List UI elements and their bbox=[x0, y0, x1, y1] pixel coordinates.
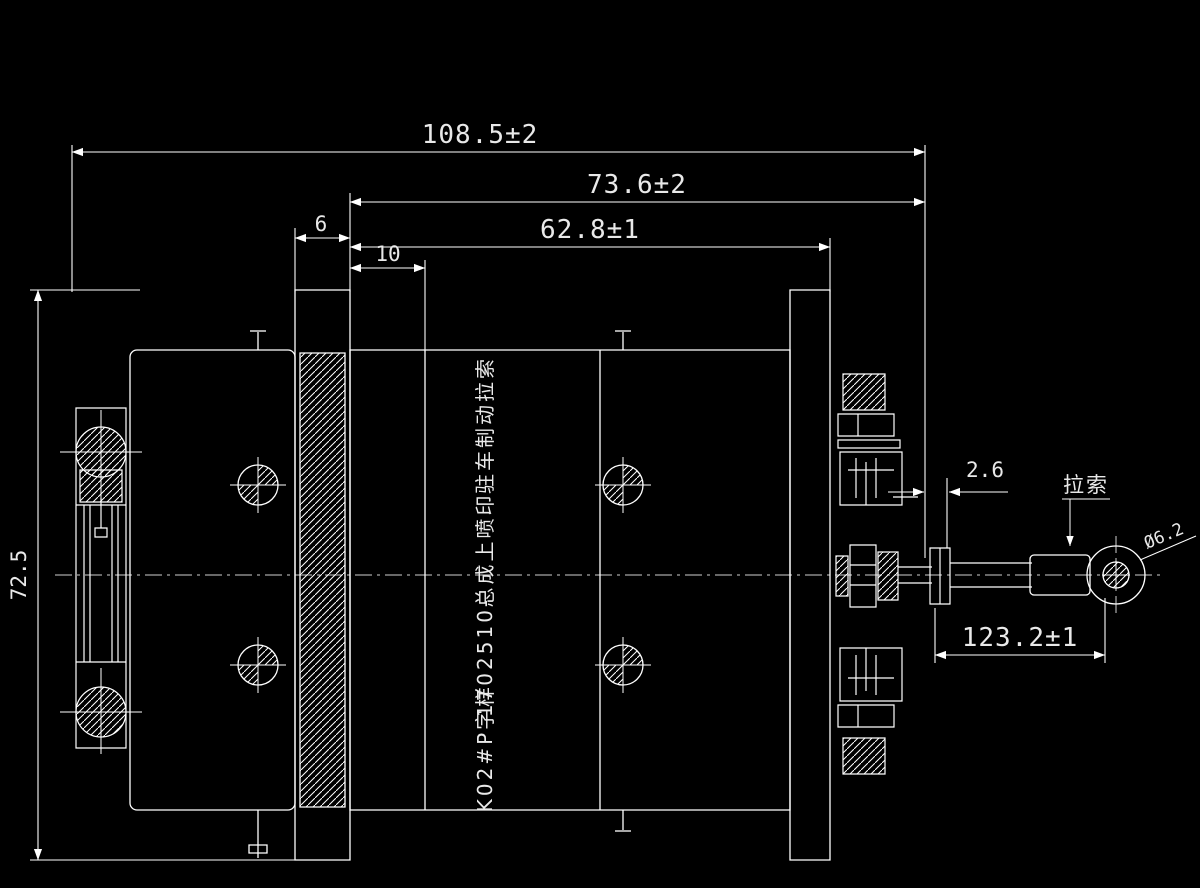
cable-eyelet bbox=[1030, 536, 1196, 604]
upper-bracket bbox=[838, 374, 918, 505]
dimension-lines bbox=[30, 145, 1105, 860]
dim-upper: 73.6±2 bbox=[587, 170, 687, 200]
dimension-texts: 108.5±2 73.6±2 62.8±1 6 10 72.5 2.6 123.… bbox=[7, 120, 1079, 653]
dim-cap-lip: 2.6 bbox=[966, 458, 1004, 482]
dim-overall: 108.5±2 bbox=[422, 120, 539, 150]
body-marking: 驻车制动拉索 总成上喷印 1702510- K02#P字样 bbox=[473, 356, 497, 812]
main-body bbox=[130, 290, 830, 860]
marking-line-1: 驻车制动拉索 bbox=[473, 356, 497, 494]
eyelet-outer bbox=[1087, 546, 1145, 604]
dim-gap-a: 6 bbox=[315, 212, 328, 236]
lower-bracket bbox=[838, 648, 902, 774]
marking-line-2: 总成上喷印 bbox=[473, 493, 497, 608]
eyelet-leader bbox=[1140, 536, 1196, 560]
dim-gap-b: 10 bbox=[375, 242, 400, 266]
cable-callout: 拉索 bbox=[1062, 473, 1110, 547]
conduit-end bbox=[836, 545, 1032, 607]
marking-line-3: 1702510- bbox=[473, 597, 497, 717]
mount-column-hatch bbox=[300, 353, 345, 807]
cable-label: 拉索 bbox=[1063, 473, 1109, 497]
marking-line-4: K02#P字样 bbox=[473, 684, 497, 812]
dim-end-length: 123.2±1 bbox=[962, 623, 1079, 653]
left-end-fitting bbox=[60, 408, 142, 754]
dim-left-height: 72.5 bbox=[7, 550, 31, 601]
dim-mid: 62.8±1 bbox=[540, 215, 640, 245]
right-column bbox=[790, 290, 830, 860]
